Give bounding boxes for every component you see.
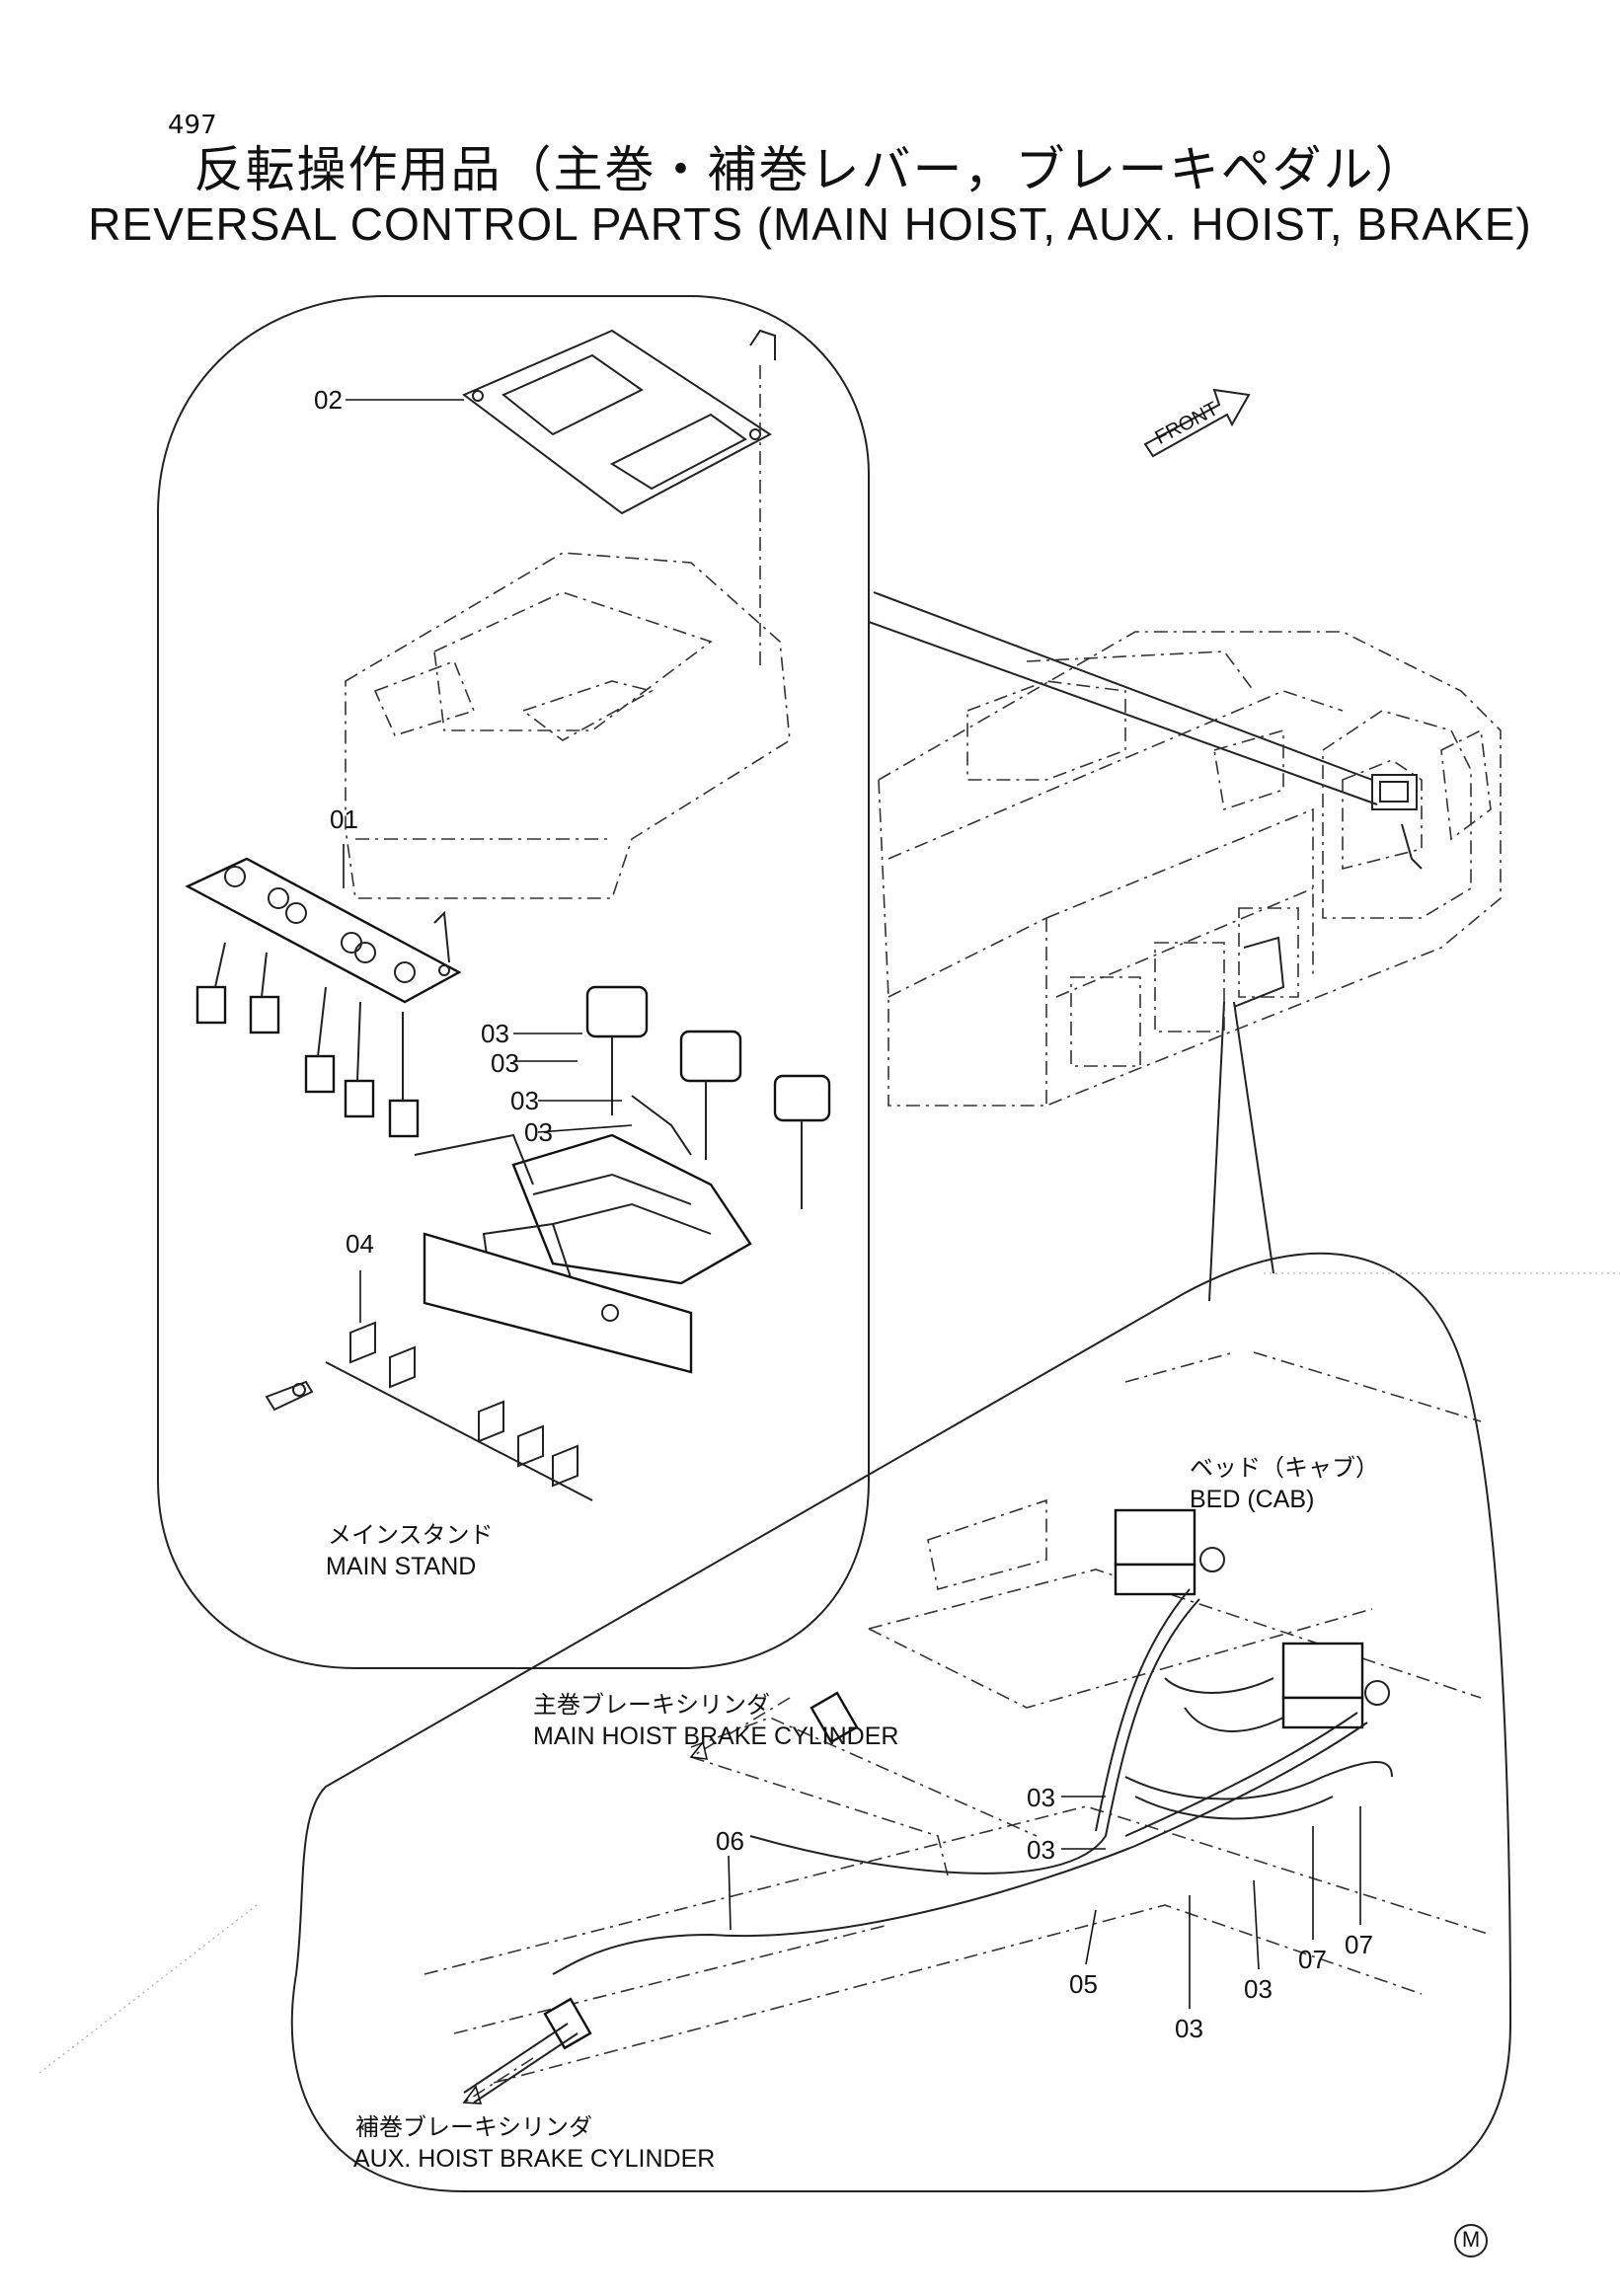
- callout-03: 03: [1175, 2014, 1203, 2043]
- aux-hoist-brake-cylinder-label-jp: 補巻ブレーキシリンダ: [355, 2113, 592, 2141]
- callout-06: 06: [716, 1826, 744, 1856]
- callout-01: 01: [330, 804, 358, 834]
- callout-07: 07: [1298, 1945, 1327, 1974]
- title-japanese: 反転操作用品（主巻・補巻レバー，ブレーキペダル）: [193, 141, 1427, 198]
- page-number: 497: [168, 111, 217, 140]
- brake-direction-arrows: [462, 1697, 791, 2105]
- cab-control-box: [1233, 774, 1423, 1008]
- front-arrow-icon: [1143, 388, 1251, 458]
- leader-to-cab-upper: [873, 591, 1373, 781]
- bed-cab-label-en: BED (CAB): [1190, 1486, 1315, 1513]
- crane-machine-outline: [878, 631, 1502, 1107]
- lower-detail-outline: [290, 1252, 1512, 2192]
- callout-03: 03: [524, 1117, 553, 1147]
- main-stand-label-en: MAIN STAND: [326, 1553, 477, 1580]
- callout-02: 02: [314, 385, 343, 415]
- bed-cab-label-jp: ベッド（キャブ）: [1190, 1454, 1379, 1482]
- manufacturer-mark-circle: [1454, 2224, 1488, 2258]
- callout-03: 03: [481, 1019, 509, 1048]
- console-housing: [345, 552, 791, 899]
- leader-to-cab-lower: [868, 621, 1378, 805]
- callout-03: 03: [1244, 1974, 1273, 2004]
- brake-valve-units: [1114, 1508, 1390, 1729]
- leader-to-bed-left: [1208, 1001, 1225, 1302]
- bed-structure: [424, 1351, 1492, 2084]
- scan-artifact-line-2: [39, 1904, 258, 2074]
- leader-to-bed-right: [1233, 1001, 1274, 1274]
- callout-leaders: [343, 399, 1361, 2009]
- part-02-cover-plate: [462, 329, 776, 671]
- callout-05: 05: [1069, 1969, 1098, 1999]
- callout-03: 03: [1027, 1783, 1055, 1812]
- upper-detail-outline: [157, 295, 870, 1669]
- main-hoist-brake-cylinder-label-jp: 主巻ブレーキシリンダ: [533, 1691, 770, 1719]
- main-hoist-brake-cylinder-label-en: MAIN HOIST BRAKE CYLINDER: [533, 1722, 899, 1750]
- callout-03: 03: [491, 1048, 519, 1078]
- callout-07: 07: [1345, 1930, 1373, 1959]
- callout-03: 03: [1027, 1835, 1055, 1865]
- main-stand-label-jp: メインスタンド: [328, 1521, 494, 1549]
- aux-hoist-brake-cylinder-label-en: AUX. HOIST BRAKE CYLINDER: [353, 2145, 716, 2173]
- part-04-clips: [265, 1321, 593, 1501]
- manufacturer-mark: M: [1461, 2227, 1481, 2252]
- part-01-switch-plate: [185, 857, 462, 1138]
- title-english: REVERSAL CONTROL PARTS (MAIN HOIST, AUX.…: [88, 198, 1532, 250]
- control-levers-assembly: [414, 985, 831, 1374]
- callout-04: 04: [346, 1229, 374, 1259]
- callout-03: 03: [510, 1086, 539, 1115]
- hose-routing: [463, 1588, 1393, 2104]
